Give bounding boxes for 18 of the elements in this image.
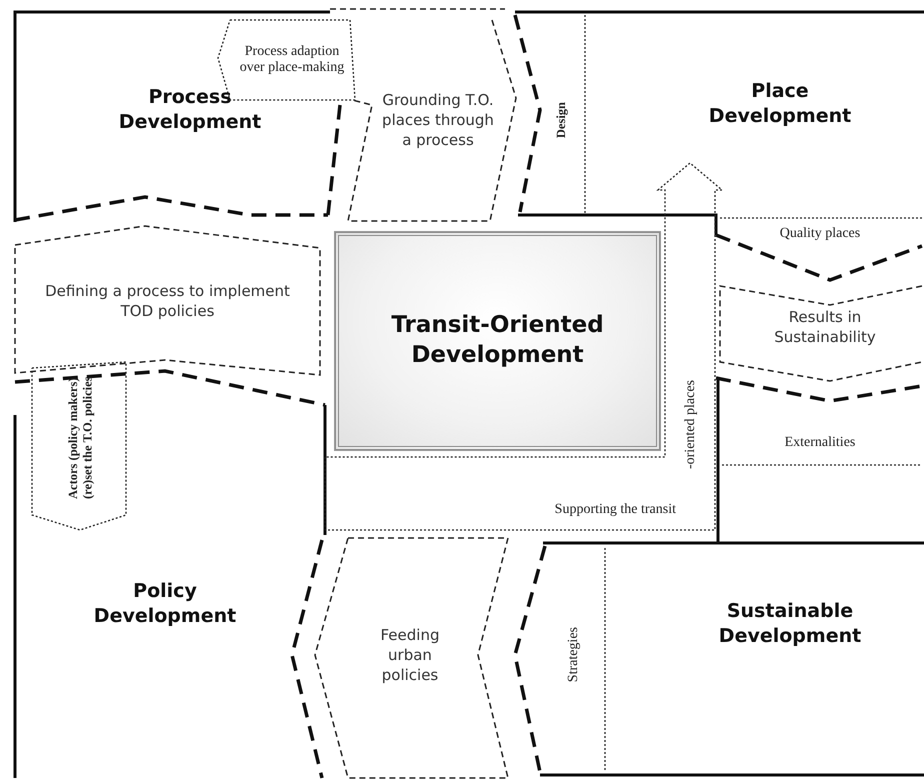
label-text: Supporting the transit (554, 502, 676, 518)
label-text: Feeding urban policies (380, 624, 440, 686)
heading-text: Place Development (708, 79, 852, 129)
label-text: Defining a process to implement TOD policies (44, 280, 291, 322)
label-text: Design (554, 102, 568, 138)
heading-text: Transit-Oriented Development (390, 311, 605, 370)
central-box (335, 232, 660, 450)
label-text: Quality places (780, 226, 860, 242)
label-text: Process adaption over place-making (238, 44, 346, 76)
label-text: Actors (policy makers) (re)set the T.O. policies (66, 376, 94, 502)
label-text: -oriented places (682, 380, 699, 470)
heading-text: Process Development (118, 85, 262, 135)
label-text: Results in Sustainability (773, 306, 877, 348)
label-text: Grounding T.O. places through a process (382, 90, 494, 150)
heading-text: Policy Development (92, 579, 238, 629)
heading-text: Sustainable Development (718, 599, 862, 649)
label-text: Strategies (566, 627, 582, 683)
label-text: Externalities (784, 434, 856, 452)
